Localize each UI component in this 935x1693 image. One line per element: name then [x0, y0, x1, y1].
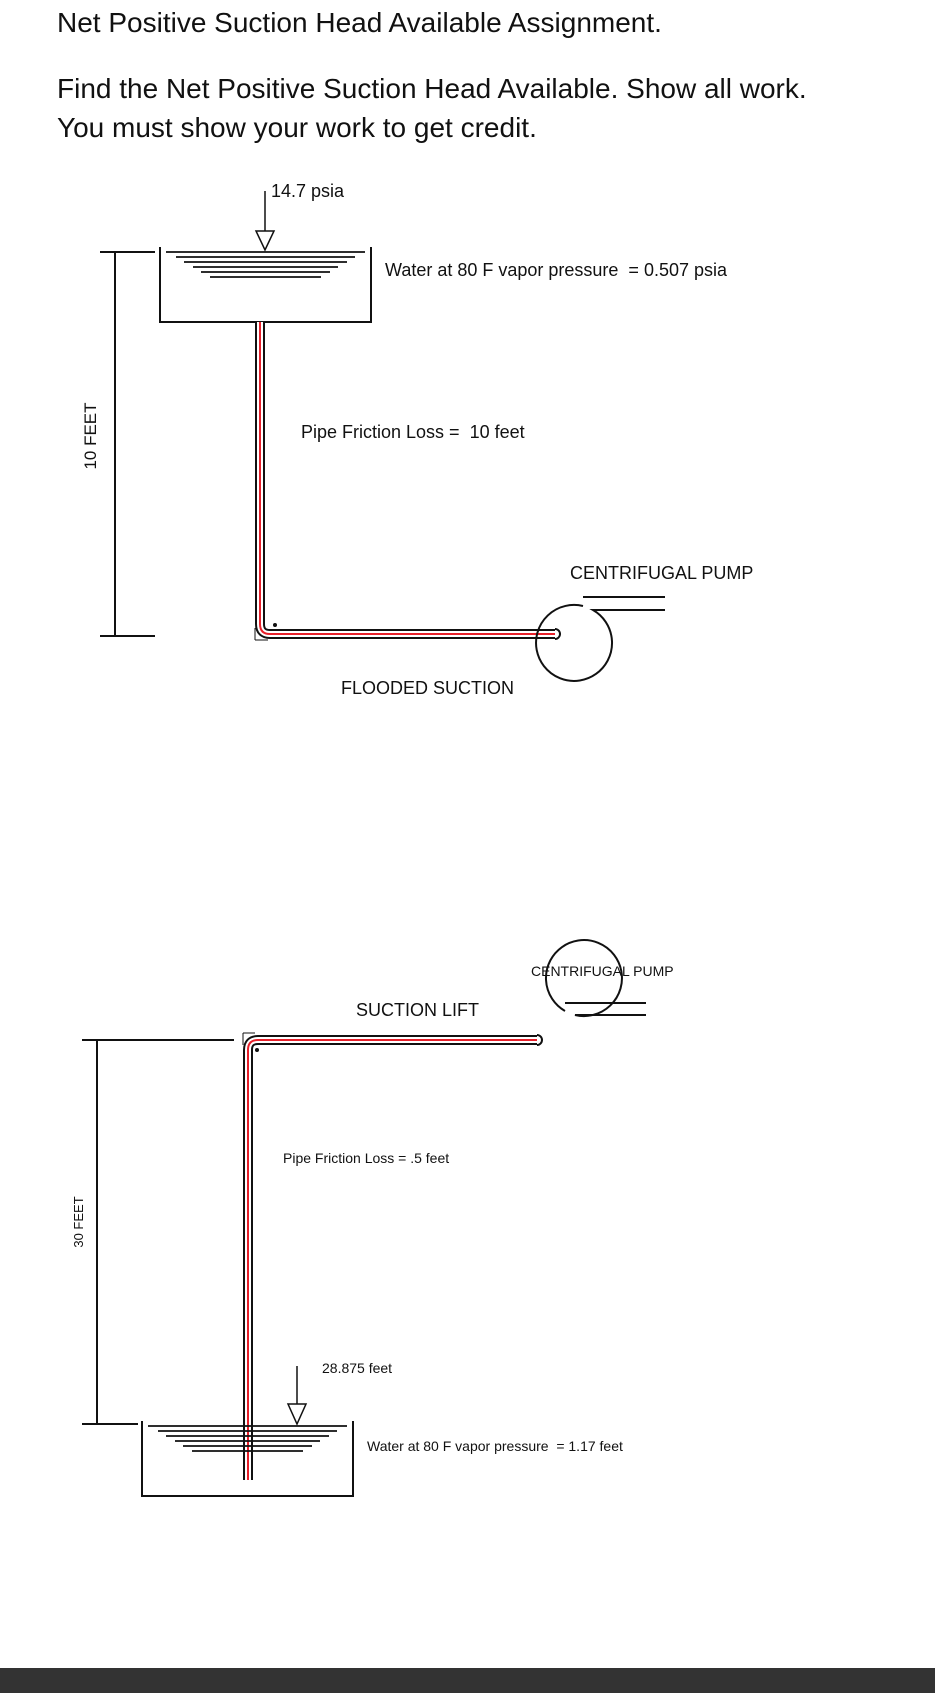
- d2-water-surface: [148, 1425, 347, 1452]
- d2-centrifugal-pump: [536, 939, 646, 1046]
- d1-height-label: 10 FEET: [81, 402, 100, 469]
- d1-height-dimension: [100, 251, 155, 637]
- d2-suction-pipe: [242, 1032, 537, 1480]
- d2-pressure-arrow: [286, 1366, 308, 1426]
- d2-height-dimension: [82, 1039, 234, 1425]
- d1-tank: [159, 247, 372, 323]
- d2-height-label: 30 FEET: [71, 1196, 86, 1247]
- d1-pressure-arrow: [254, 191, 276, 252]
- d1-suction-label: FLOODED SUCTION: [341, 678, 514, 698]
- d1-pressure-label: 14.7 psia: [271, 181, 345, 201]
- instruction-line-2: You must show your work to get credit.: [57, 112, 537, 143]
- page-title: Net Positive Suction Head Available Assi…: [57, 7, 662, 38]
- d2-suction-label: SUCTION LIFT: [356, 1000, 479, 1020]
- d1-pump-label: CENTRIFUGAL PUMP: [570, 563, 753, 583]
- d2-pressure-label: 28.875 feet: [322, 1360, 392, 1376]
- instruction-line-1: Find the Net Positive Suction Head Avail…: [57, 73, 807, 104]
- d1-suction-pipe: [254, 322, 555, 641]
- d1-water-label: Water at 80 F vapor pressure = 0.507 psi…: [385, 260, 728, 280]
- d1-friction-label: Pipe Friction Loss = 10 feet: [301, 422, 525, 442]
- d2-friction-label: Pipe Friction Loss = .5 feet: [283, 1150, 449, 1166]
- d1-water-surface: [166, 251, 365, 278]
- footer-bar: [0, 1668, 935, 1693]
- d2-tank: [141, 1421, 354, 1497]
- d1-centrifugal-pump: [535, 596, 665, 682]
- d2-pump-label: CENTRIFUGAL PUMP: [531, 963, 674, 979]
- d2-water-label: Water at 80 F vapor pressure = 1.17 feet: [367, 1438, 623, 1454]
